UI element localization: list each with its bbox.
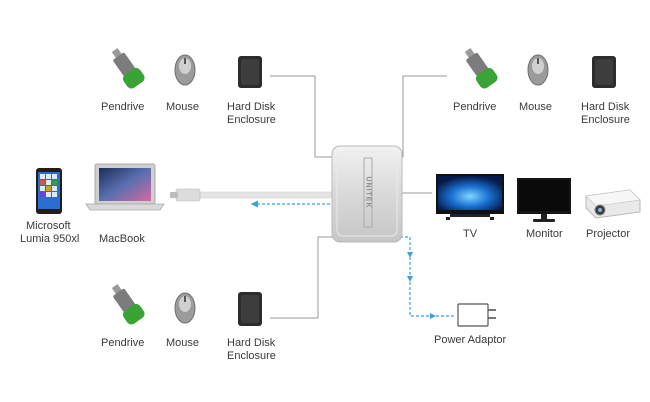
line-bottom-left-group [270, 236, 333, 319]
power-adaptor-icon [457, 303, 496, 327]
usb-c-hub [170, 145, 403, 243]
line-top-left-group [270, 75, 333, 158]
label-pendrive-top-left: Pendrive [101, 101, 145, 113]
mouse-icon-bottom-left [174, 292, 196, 324]
pendrive-icon-top-right [464, 48, 498, 89]
label-pendrive-bottom-left: Pendrive [101, 337, 145, 349]
label-hdd-bottom-left-1: Hard Disk [227, 337, 276, 349]
label-phone-1: Microsoft [26, 220, 71, 232]
power-arrow-up-1 [407, 276, 413, 282]
label-hdd-top-right-1: Hard Disk [581, 101, 630, 113]
tv-icon [436, 174, 504, 220]
hub-brand-label: UNITEK [363, 157, 373, 228]
label-mouse-top-right: Mouse [519, 101, 553, 113]
label-hdd-top-left-1: Hard Disk [227, 101, 276, 113]
power-line-to-adaptor [396, 236, 454, 317]
label-hdd-top-right-2: Enclosure [581, 114, 630, 126]
label-power-adaptor: Power Adaptor [434, 334, 507, 346]
mouse-icon-top-left [174, 54, 196, 86]
label-projector: Projector [586, 228, 631, 240]
power-arrow-left [430, 313, 436, 319]
projector-icon [585, 189, 641, 219]
label-hdd-top-left-2: Enclosure [227, 114, 276, 126]
label-mouse-bottom-left: Mouse [166, 337, 200, 349]
hard-disk-icon-top-right [592, 56, 616, 88]
power-arrow-up-2 [407, 252, 413, 258]
monitor-icon [517, 178, 571, 222]
label-hdd-bottom-left-2: Enclosure [227, 350, 276, 362]
hard-disk-icon-bottom-left [238, 292, 262, 326]
phone-icon [36, 168, 62, 214]
pendrive-icon-top-left [111, 48, 145, 89]
line-top-right-group [390, 75, 447, 158]
label-monitor: Monitor [526, 228, 563, 240]
label-mouse-top-left: Mouse [166, 101, 200, 113]
label-pendrive-top-right: Pendrive [453, 101, 497, 113]
laptop-icon [85, 163, 165, 211]
label-laptop: MacBook [99, 233, 145, 245]
label-tv: TV [463, 228, 478, 240]
label-phone-2: Lumia 950xl [20, 233, 80, 245]
pendrive-icon-bottom-left [111, 284, 145, 325]
mouse-icon-top-right [527, 54, 549, 86]
hard-disk-icon-top-left [238, 56, 262, 88]
